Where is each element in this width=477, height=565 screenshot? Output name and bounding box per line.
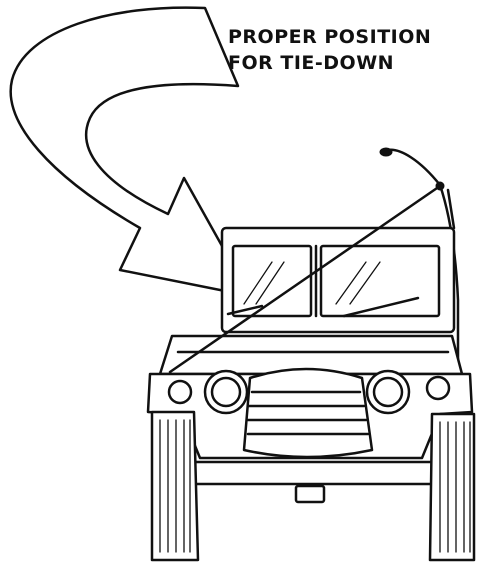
marker-light-left [169, 381, 191, 403]
tie-down-anchor [436, 182, 444, 190]
tire-right [430, 414, 474, 560]
antenna [388, 150, 440, 185]
curved-arrow-icon [11, 8, 250, 296]
bumper [190, 462, 436, 484]
callout-line-1: PROPER POSITION [228, 24, 431, 50]
callout-label: PROPER POSITION FOR TIE-DOWN [228, 24, 431, 76]
tire-left [152, 412, 198, 560]
grille [244, 369, 372, 457]
callout-line-2: FOR TIE-DOWN [228, 50, 431, 76]
marker-light-right [427, 377, 449, 399]
tow-hook [296, 486, 324, 502]
antenna-tip [380, 148, 392, 156]
